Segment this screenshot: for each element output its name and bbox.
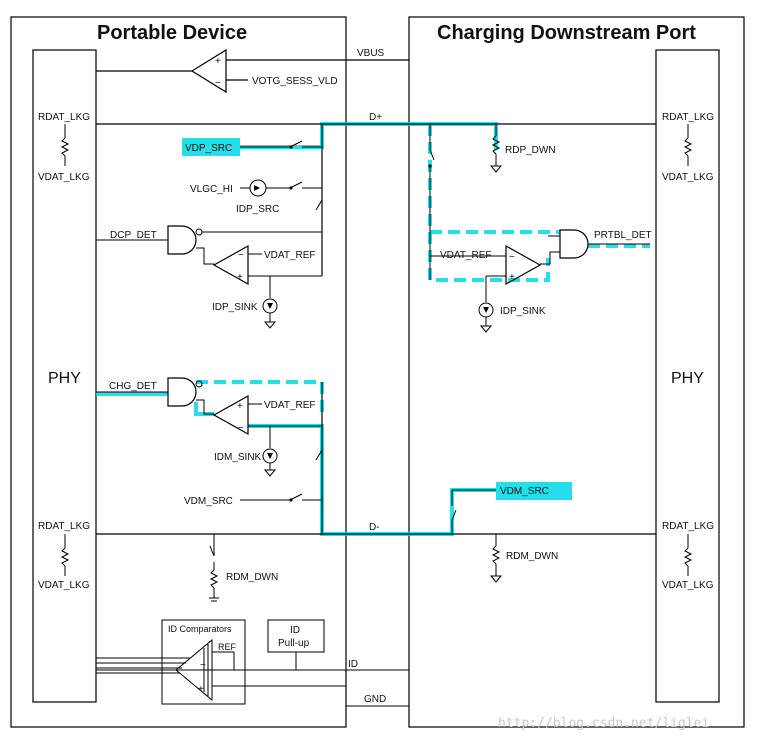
charger-vdat-lkg-bottom: VDAT_LKG (662, 580, 714, 591)
charger-leakage-bottom (683, 534, 693, 576)
rdp-dwn-label: RDP_DWN (505, 145, 556, 156)
portable-vdat-ref-1: VDAT_REF (264, 250, 316, 261)
dminus-label: D- (369, 522, 380, 533)
id-comparators-label: ID Comparators (168, 624, 232, 634)
svg-text:+: + (509, 272, 515, 283)
portable-vdat-ref-2: VDAT_REF (264, 400, 316, 411)
charger-idp-sink-label: IDP_SINK (500, 306, 546, 317)
svg-text:−: − (215, 78, 221, 89)
svg-text:−: − (200, 660, 206, 671)
portable-rdat-lkg-top: RDAT_LKG (38, 112, 90, 123)
portable-phy-label: PHY (48, 370, 81, 387)
labels: Portable Device Charging Downstream Port… (38, 22, 714, 731)
charger-phy-box (655, 49, 720, 703)
charger-vdm-src-switch (451, 489, 496, 534)
portable-device-box (10, 16, 347, 728)
svg-text:+: + (215, 56, 221, 67)
portable-vdat-lkg-top: VDAT_LKG (38, 172, 90, 183)
portable-rdm-dwn (209, 534, 219, 602)
portable-leakage-bottom (60, 534, 70, 576)
idp-src-label: IDP_SRC (236, 204, 279, 215)
idm-sink-label: IDM_SINK (214, 452, 262, 463)
charging-port-title: Charging Downstream Port (437, 22, 696, 44)
idp-src-source (240, 179, 322, 197)
portable-rdm-dwn-label: RDM_DWN (226, 572, 278, 583)
vdp-src-switch (240, 140, 322, 149)
charger-rdm-dwn (489, 534, 503, 583)
dp-vertical-switch (315, 199, 323, 211)
charger-rdm-dwn-label: RDM_DWN (506, 551, 558, 562)
ref-label: REF (218, 642, 237, 652)
id-line-label: ID (348, 659, 358, 670)
charger-rdat-lkg-top: RDAT_LKG (662, 112, 714, 123)
chg-det-logic: + − (96, 377, 323, 477)
votg-sess-vld-label: VOTG_SESS_VLD (252, 76, 338, 87)
charger-leakage-top (683, 124, 693, 166)
portable-device-title: Portable Device (97, 22, 247, 44)
portable-leakage-top (60, 124, 70, 166)
svg-text:+: + (198, 684, 204, 695)
charger-rdp-dwn (489, 124, 503, 173)
charger-phy-label: PHY (671, 370, 704, 387)
vdp-src-label: VDP_SRC (185, 143, 232, 154)
portable-vdm-src-switch (240, 493, 322, 502)
dcp-det-logic: − + (96, 225, 322, 329)
prtbl-det-logic: − + (430, 229, 650, 333)
charger-dp-switch (428, 124, 435, 280)
chg-det-label: CHG_DET (109, 381, 157, 392)
charger-vdm-src-label: VDM_SRC (500, 486, 549, 497)
portable-idp-sink-label: IDP_SINK (212, 302, 258, 313)
gnd-label: GND (364, 694, 386, 705)
bus-lines (96, 59, 656, 707)
highlight-paths (96, 122, 650, 536)
portable-rdat-lkg-bottom: RDAT_LKG (38, 521, 90, 532)
charger-vdat-lkg-top: VDAT_LKG (662, 172, 714, 183)
svg-text:−: − (238, 423, 244, 434)
vbus-comparator: + − (96, 48, 248, 94)
charger-vdat-ref-label: VDAT_REF (440, 250, 492, 261)
svg-text:−: − (509, 252, 515, 263)
vlgc-hi-label: VLGC_HI (190, 184, 233, 195)
portable-vdat-lkg-bottom: VDAT_LKG (38, 580, 90, 591)
portable-phy-box (32, 49, 97, 703)
id-pullup-line1: ID (290, 625, 300, 636)
vbus-label: VBUS (357, 48, 385, 59)
prtbl-det-label: PRTBL_DET (594, 230, 652, 241)
svg-text:+: + (237, 272, 243, 283)
svg-text:−: − (238, 250, 244, 261)
dcp-det-label: DCP_DET (110, 230, 157, 241)
svg-text:+: + (237, 401, 243, 412)
watermark: http://blog.csdn.net/liglei (498, 716, 709, 731)
id-pullup-line2: Pull-up (278, 638, 310, 649)
dplus-label: D+ (369, 112, 382, 123)
charging-port-box (408, 16, 745, 728)
portable-vdm-src-label: VDM_SRC (184, 496, 233, 507)
id-comparators-block: − + (96, 619, 346, 705)
charger-rdat-lkg-bottom: RDAT_LKG (662, 521, 714, 532)
